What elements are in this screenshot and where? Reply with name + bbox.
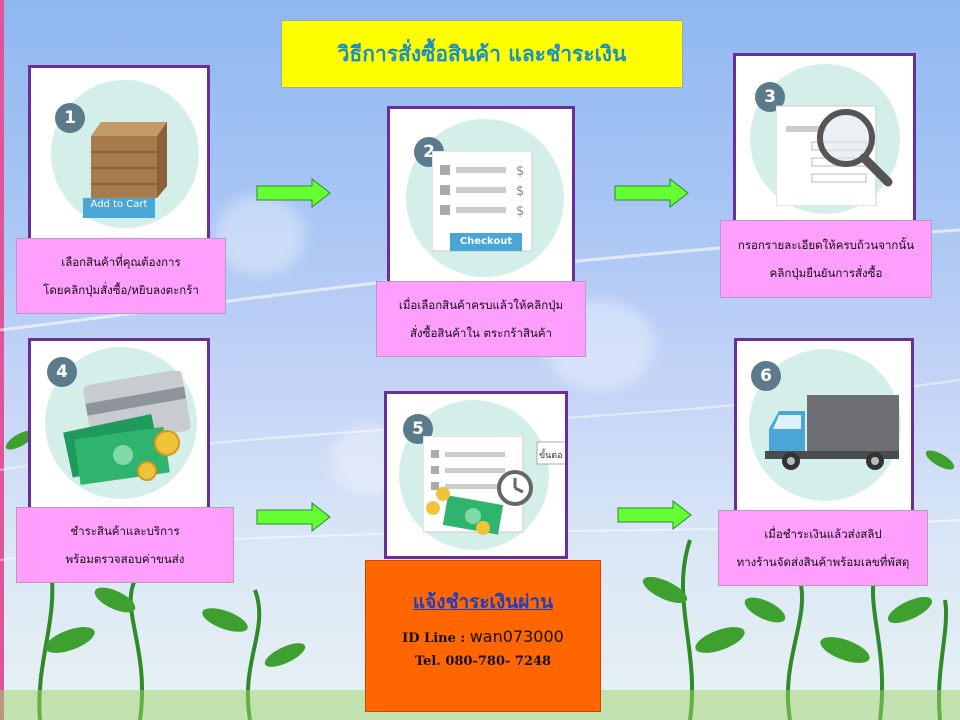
page-title: วิธีการสั่งซื้อสินค้า และชำระเงิน (337, 40, 627, 66)
caption-line: ทางร้านจัดส่งสินค้าพร้อมเลขที่พัสดุ (736, 555, 910, 569)
caption-line: เมื่อเลือกสินค้าครบแล้วให้คลิกปุ่ม (398, 298, 564, 312)
caption-line: กรอกรายละเอียดให้ครบถ้วนจากนั้น (737, 238, 915, 252)
title-banner: วิธีการสั่งซื้อสินค้า และชำระเงิน (281, 20, 683, 88)
step-number-badge: 1 (55, 103, 85, 133)
checkout-list-icon: $ $ $ (432, 151, 533, 252)
money-card-icon (63, 371, 191, 485)
step-4-caption: ชำระสินค้าและบริการ พร้อมตรวจสอบค่าขนส่ง (16, 507, 234, 583)
caption-line: ชำระสินค้าและบริการ (70, 524, 180, 538)
svg-text:$: $ (516, 204, 524, 219)
caption-line: พร้อมตรวจสอบค่าขนส่ง (65, 552, 185, 566)
right-arrow-icon (614, 178, 689, 208)
checkout-button-illustration: Checkout (459, 236, 513, 247)
payment-clock-icon (423, 436, 565, 535)
payment-heading: แจ้งชำระเงินผ่าน (412, 591, 554, 613)
svg-text:$: $ (516, 164, 524, 179)
caption-line: โดยคลิกปุ่มสั่งซื้อ/หยิบลงตะกร้า (43, 283, 199, 297)
background-heart-glow (215, 195, 305, 275)
line-id-label: ID Line : (402, 631, 466, 646)
right-arrow-icon (617, 500, 692, 530)
caption-line: สั่งซื้อสินค้าใน ตระกร้าสินค้า (410, 326, 552, 340)
caption-line: คลิกปุ่มยืนยันการสั่งซื้อ (769, 266, 883, 280)
step-number-badge: 4 (47, 357, 77, 387)
step-2-card: 2 $ $ $ Checkout (387, 106, 575, 292)
telephone-number: Tel. 080-780- 7248 (414, 654, 552, 669)
step-1-caption: เลือกสินค้าที่คุณต้องการ โดยคลิกปุ่มสั่ง… (16, 238, 226, 314)
step-6-card: 6 (734, 338, 914, 516)
crate-icon (83, 122, 167, 218)
step-number-badge: 6 (751, 361, 781, 391)
step-5-card: 5 ขั้นตอ (384, 391, 568, 559)
step-2-caption: เมื่อเลือกสินค้าครบแล้วให้คลิกปุ่ม สั่งซ… (376, 281, 586, 357)
line-id-value: wan073000 (469, 627, 564, 646)
svg-text:$: $ (516, 184, 524, 199)
step-number-badge: 3 (755, 82, 785, 112)
step-4-card: 4 (28, 338, 210, 516)
step-1-card: 1 Add to Cart (28, 65, 210, 245)
caption-line: เมื่อชำระเงินแล้วส่งสลิป (764, 527, 882, 541)
add-to-cart-text: Add to Cart (90, 199, 148, 210)
caption-line: เลือกสินค้าที่คุณต้องการ (61, 255, 181, 269)
step-3-caption: กรอกรายละเอียดให้ครบถ้วนจากนั้น คลิกปุ่ม… (720, 220, 932, 298)
left-accent-bar (0, 0, 4, 720)
truck-icon (765, 395, 899, 470)
step-6-caption: เมื่อชำระเงินแล้วส่งสลิป ทางร้านจัดส่งสิ… (718, 510, 928, 586)
payment-info-box: แจ้งชำระเงินผ่าน ID Line : wan073000 Tel… (365, 560, 601, 712)
step-label-illustration: ขั้นตอ (539, 451, 563, 461)
line-id-row: ID Line : wan073000 (402, 627, 564, 646)
step-3-card: 3 (733, 53, 916, 229)
right-arrow-icon (256, 178, 331, 208)
right-arrow-icon (256, 502, 331, 532)
magnifier-form-icon (776, 105, 893, 206)
